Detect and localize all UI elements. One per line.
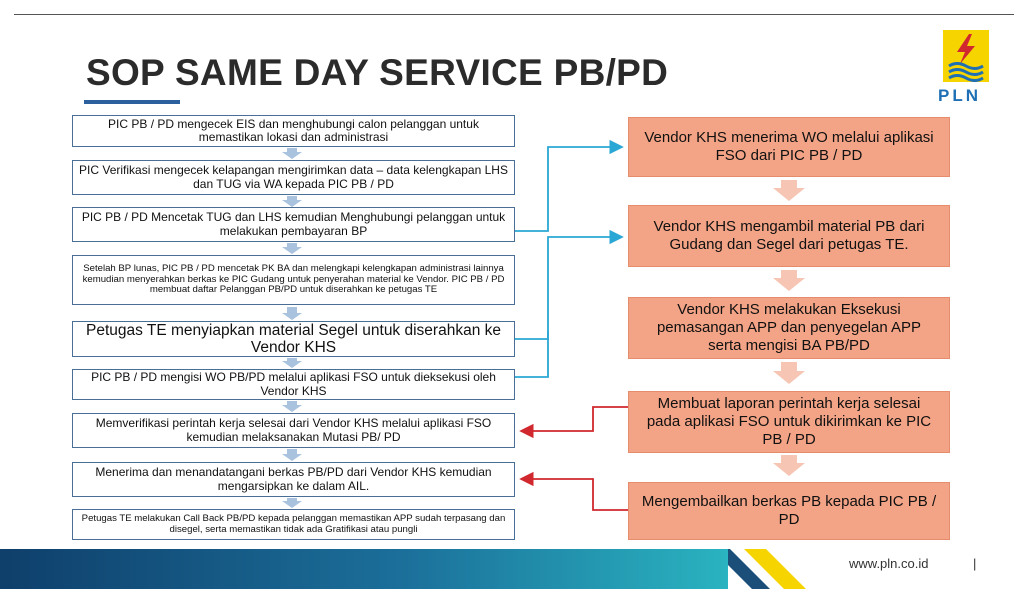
left-step-5: Petugas TE menyiapkan material Segel unt… — [72, 321, 515, 357]
down-arrow-icon — [773, 180, 805, 201]
top-divider-line — [14, 14, 1014, 15]
connector-wo-to-vendor — [515, 331, 549, 378]
down-arrow-icon — [282, 148, 302, 159]
title-underline — [84, 100, 180, 104]
left-step-3: PIC PB / PD Mencetak TUG dan LHS kemudia… — [72, 207, 515, 242]
down-arrow-icon — [773, 270, 805, 291]
left-step-8: Menerima dan menandatangani berkas PB/PD… — [72, 462, 515, 497]
right-step-1: Vendor KHS menerima WO melalui aplikasi … — [628, 117, 950, 177]
down-arrow-icon — [282, 196, 302, 207]
right-step-5: Mengembailkan berkas PB kepada PIC PB / … — [628, 482, 950, 540]
down-arrow-icon — [282, 498, 302, 508]
left-step-7: Memverifikasi perintah kerja selesai dar… — [72, 413, 515, 448]
connector-step3-to-vendor — [515, 139, 624, 232]
footer-band — [0, 549, 728, 589]
lightning-icon — [948, 34, 984, 82]
footer-separator: | — [973, 556, 977, 571]
footer-url[interactable]: www.pln.co.id — [849, 556, 929, 571]
left-step-2: PIC Verifikasi mengecek kelapangan mengi… — [72, 160, 515, 195]
connector-report-to-verify — [519, 406, 628, 439]
connector-te-to-vendor — [515, 229, 624, 340]
left-step-1: PIC PB / PD mengecek EIS dan menghubungi… — [72, 115, 515, 147]
down-arrow-icon — [282, 358, 302, 368]
connector-return-to-archive — [519, 471, 628, 511]
right-step-2: Vendor KHS mengambil material PB dari Gu… — [628, 205, 950, 267]
blue-connectors — [515, 139, 624, 378]
down-arrow-icon — [282, 307, 302, 320]
down-arrow-icon — [282, 243, 302, 254]
down-arrow-icon — [282, 401, 302, 412]
page-title: SOP SAME DAY SERVICE PB/PD — [86, 52, 669, 93]
right-step-3: Vendor KHS melakukan Eksekusi pemasangan… — [628, 297, 950, 359]
down-arrow-icon — [282, 449, 302, 461]
pln-logo-text: PLN — [938, 86, 981, 105]
red-connectors — [519, 406, 628, 511]
down-arrow-icon — [773, 455, 805, 476]
right-step-4: Membuat laporan perintah kerja selesai p… — [628, 391, 950, 453]
left-step-6: PIC PB / PD mengisi WO PB/PD melalui apl… — [72, 369, 515, 400]
left-step-9: Petugas TE melakukan Call Back PB/PD kep… — [72, 509, 515, 540]
pln-logo-emblem — [943, 30, 989, 82]
left-step-4: Setelah BP lunas, PIC PB / PD mencetak P… — [72, 255, 515, 305]
down-arrow-icon — [773, 362, 805, 384]
